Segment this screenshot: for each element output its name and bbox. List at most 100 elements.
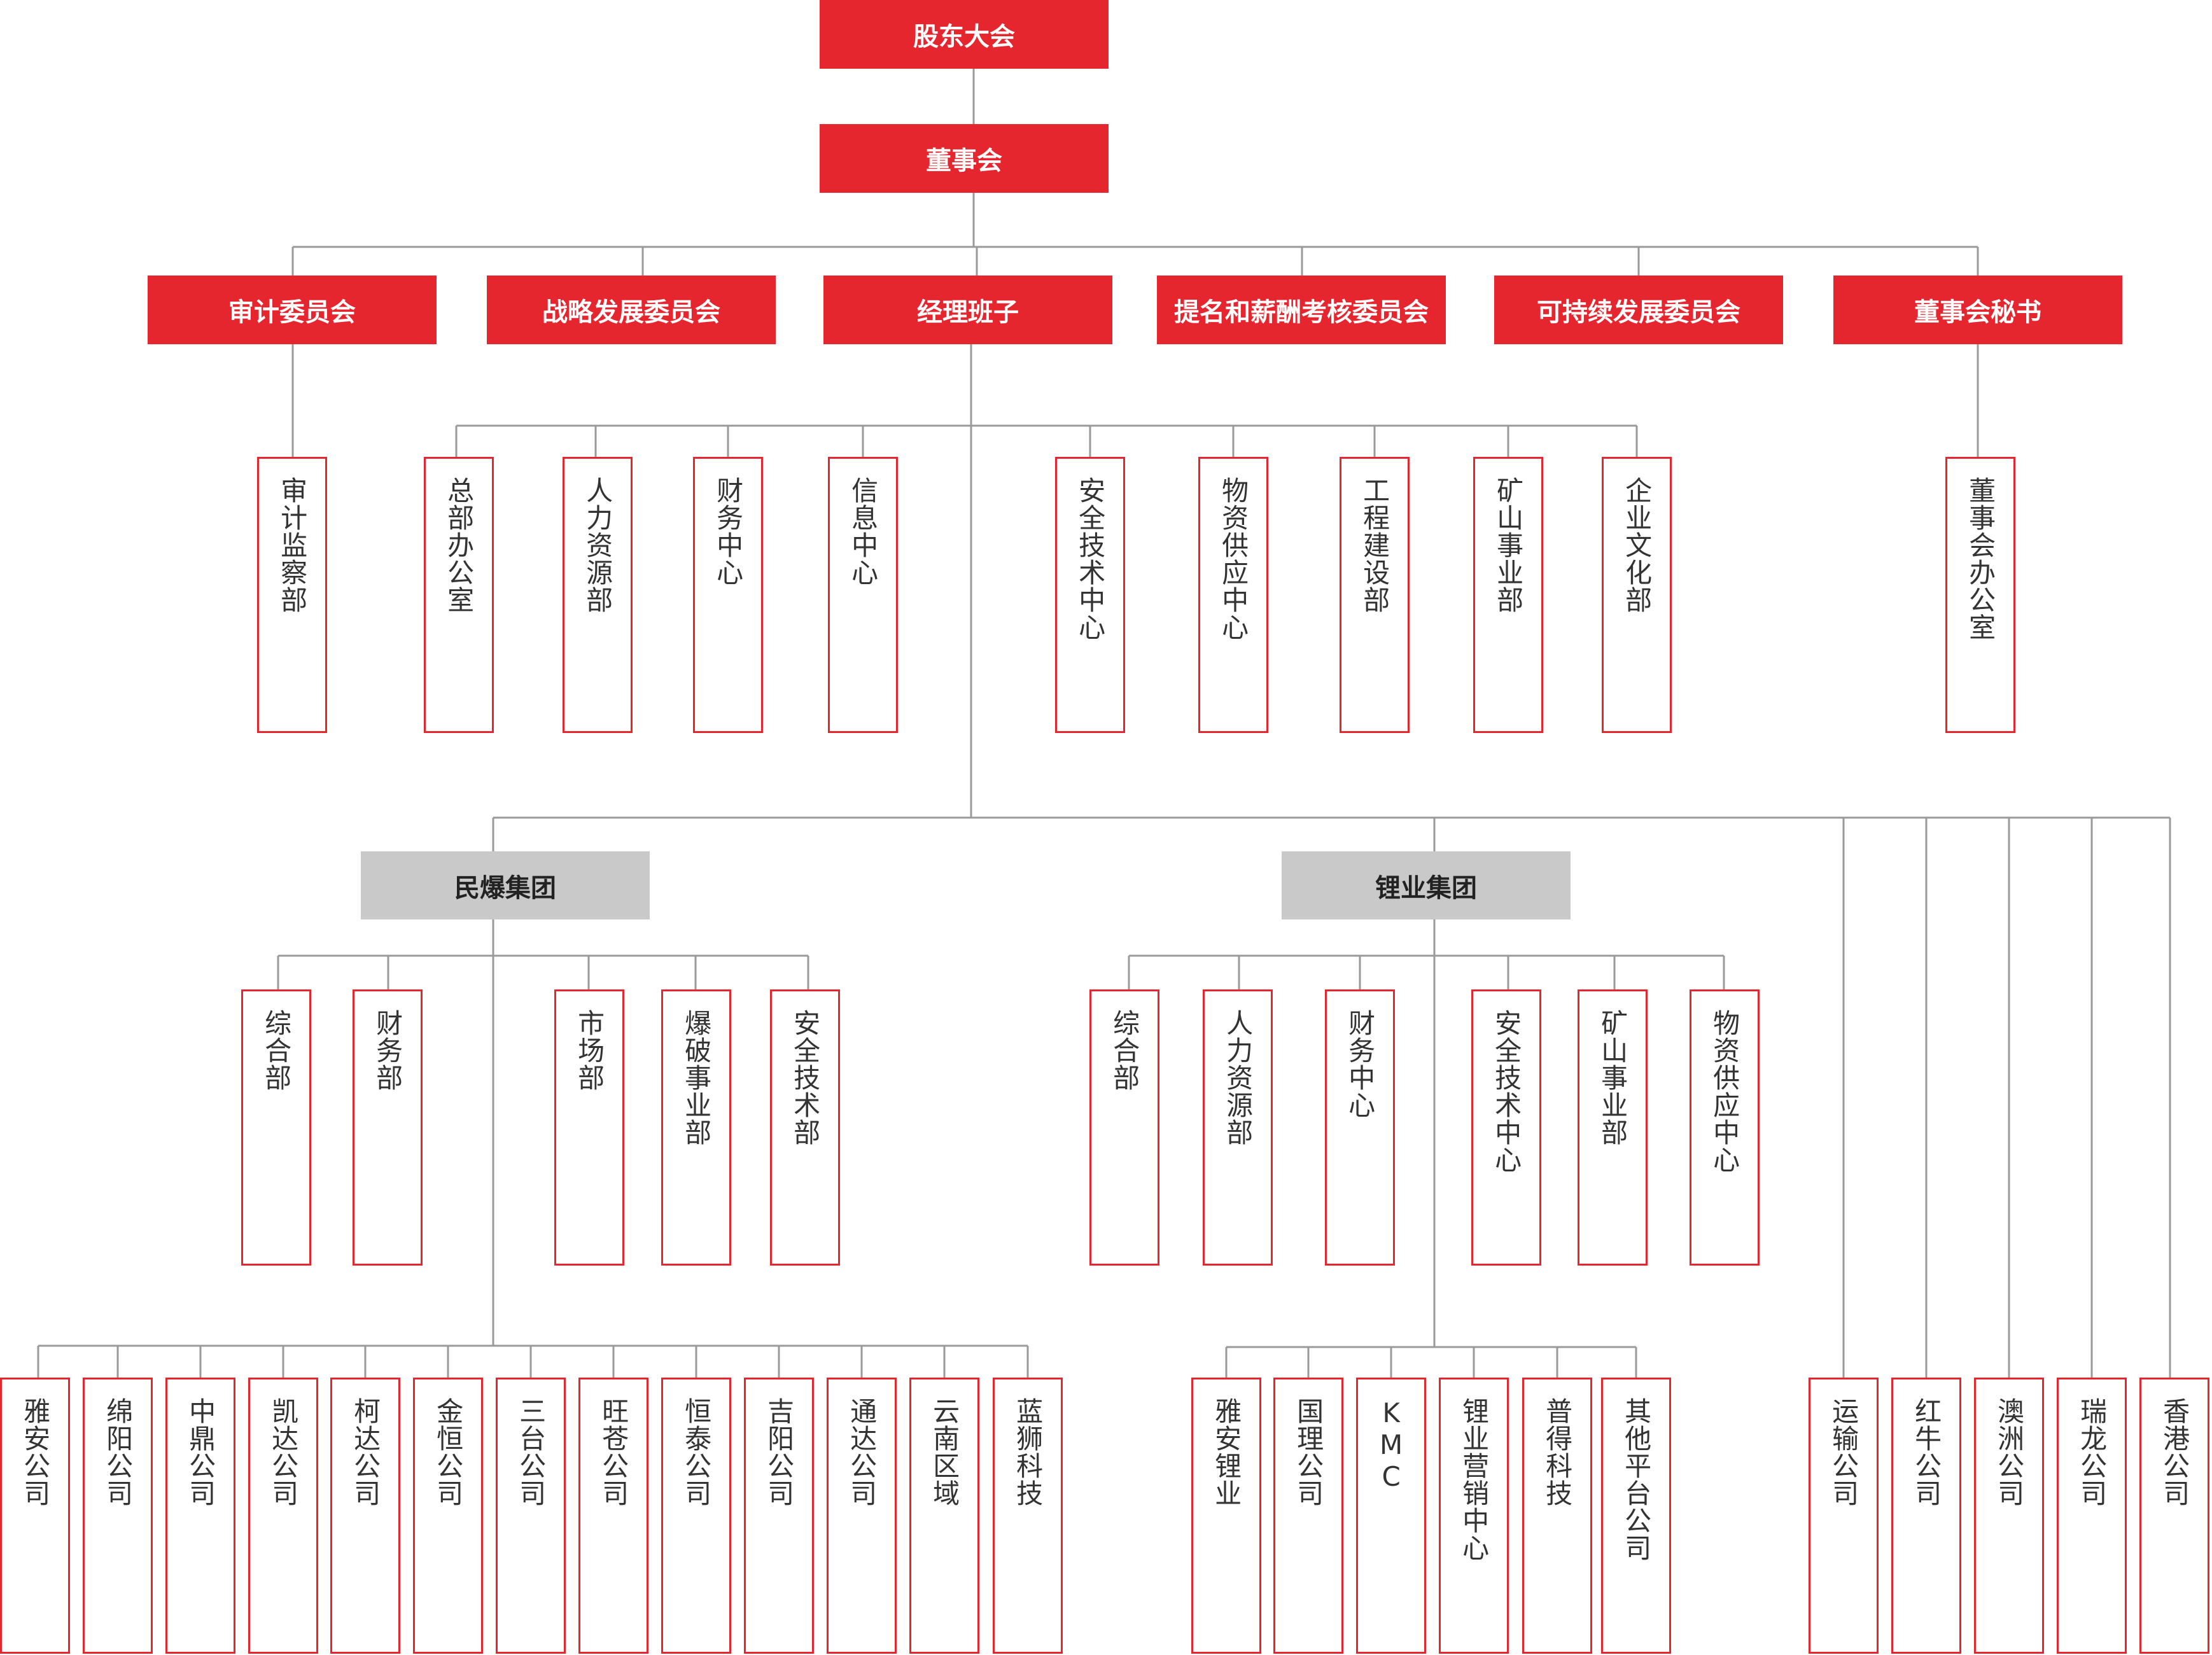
nomination-committee-box: 提名和薪酬考核委员会 <box>1157 276 1446 344</box>
dept-safety: 安全技术中心 <box>1055 457 1125 733</box>
lithium-dept-safety-label: 安全技术中心 <box>1490 1009 1522 1173</box>
company-transport: 运输公司 <box>1809 1378 1879 1654</box>
shareholders-box: 股东大会 <box>820 0 1109 69</box>
dept-audit: 审计监察部 <box>257 457 327 733</box>
company-transport-label: 运输公司 <box>1828 1397 1859 1507</box>
connector-lithium <box>1128 954 1725 989</box>
company-wangcang: 旺苍公司 <box>578 1378 648 1654</box>
explosives-dept-finance: 财务部 <box>353 989 423 1266</box>
board-label: 董事会 <box>926 146 1002 176</box>
lithium-dept-mining: 矿山事业部 <box>1578 989 1648 1266</box>
nomination-committee-label: 提名和薪酬考核委员会 <box>1174 298 1429 327</box>
explosives-dept-market: 市场部 <box>554 989 624 1266</box>
dept-board-office: 董事会办公室 <box>1945 457 2015 733</box>
company-kmc-label: KMC <box>1375 1397 1407 1493</box>
audit-committee-label: 审计委员会 <box>228 298 356 327</box>
company-kaida: 凯达公司 <box>248 1378 318 1654</box>
company-yunnan-label: 云南区域 <box>928 1397 960 1507</box>
strategy-committee-label: 战略发展委员会 <box>542 298 720 327</box>
group-lithium-box: 锂业集团 <box>1282 851 1571 919</box>
dept-culture-label: 企业文化部 <box>1621 477 1653 613</box>
company-australia-label: 澳洲公司 <box>1993 1397 2025 1507</box>
company-yaan-lithium-label: 雅安锂业 <box>1210 1397 1242 1507</box>
audit-committee-box: 审计委员会 <box>148 276 437 344</box>
explosives-dept-safety-label: 安全技术部 <box>789 1009 821 1146</box>
company-kaida-label: 凯达公司 <box>267 1397 299 1507</box>
connector-lithium-companies <box>1225 1346 1637 1378</box>
company-guoli-label: 国理公司 <box>1292 1397 1324 1507</box>
explosives-dept-general: 综合部 <box>241 989 311 1266</box>
management-box: 经理班子 <box>823 276 1112 344</box>
group-lithium-label: 锂业集团 <box>1375 873 1477 903</box>
lithium-dept-hr-label: 人力资源部 <box>1222 1009 1254 1146</box>
company-hongkong-label: 香港公司 <box>2159 1397 2190 1507</box>
dept-audit-label: 审计监察部 <box>276 477 308 613</box>
lithium-dept-finance-label: 财务中心 <box>1344 1009 1376 1119</box>
company-mianyang: 绵阳公司 <box>83 1378 153 1654</box>
company-pude-label: 普得科技 <box>1541 1397 1573 1507</box>
company-santai: 三台公司 <box>496 1378 566 1654</box>
group-explosives-box: 民爆集团 <box>361 851 650 919</box>
lithium-dept-finance: 财务中心 <box>1325 989 1395 1266</box>
lithium-dept-hr: 人力资源部 <box>1203 989 1273 1266</box>
dept-supply-label: 物资供应中心 <box>1217 477 1249 641</box>
company-hengtai: 恒泰公司 <box>661 1378 731 1654</box>
connector-explosives-companies <box>37 1344 1029 1378</box>
company-australia: 澳洲公司 <box>1974 1378 2044 1654</box>
company-lanshi: 蓝狮科技 <box>993 1378 1063 1654</box>
dept-finance: 财务中心 <box>693 457 763 733</box>
company-ruilong: 瑞龙公司 <box>2057 1378 2127 1654</box>
company-yaan-label: 雅安公司 <box>19 1397 51 1507</box>
company-mianyang-label: 绵阳公司 <box>102 1397 134 1507</box>
company-hongniu-label: 红牛公司 <box>1910 1397 1942 1507</box>
strategy-committee-box: 战略发展委员会 <box>487 276 776 344</box>
dept-general-office-label: 总部办公室 <box>443 477 475 613</box>
connector-explosives <box>277 919 809 1346</box>
company-kmc: KMC <box>1356 1378 1426 1654</box>
connector-groups <box>492 816 2171 1378</box>
company-santai-label: 三台公司 <box>515 1397 547 1507</box>
company-jiyang-label: 吉阳公司 <box>763 1397 795 1507</box>
company-hongkong: 香港公司 <box>2139 1378 2209 1654</box>
management-label: 经理班子 <box>917 298 1019 327</box>
explosives-dept-general-label: 综合部 <box>260 1009 292 1091</box>
company-pude: 普得科技 <box>1522 1378 1592 1654</box>
dept-safety-label: 安全技术中心 <box>1074 477 1106 641</box>
company-jiyang: 吉阳公司 <box>744 1378 814 1654</box>
dept-general-office: 总部办公室 <box>424 457 494 733</box>
company-hengtai-label: 恒泰公司 <box>680 1397 712 1507</box>
dept-hr-label: 人力资源部 <box>582 477 613 613</box>
dept-supply: 物资供应中心 <box>1198 457 1268 733</box>
dept-engineering-label: 工程建设部 <box>1359 477 1390 613</box>
shareholders-label: 股东大会 <box>913 22 1015 52</box>
dept-board-office-label: 董事会办公室 <box>1964 477 1996 641</box>
dept-hr: 人力资源部 <box>563 457 633 733</box>
group-explosives-label: 民爆集团 <box>454 873 556 903</box>
company-lanshi-label: 蓝狮科技 <box>1012 1397 1044 1507</box>
company-jinheng-label: 金恒公司 <box>432 1397 464 1507</box>
company-yaan: 雅安公司 <box>0 1378 70 1654</box>
company-hongniu: 红牛公司 <box>1891 1378 1961 1654</box>
company-yunnan: 云南区域 <box>909 1378 979 1654</box>
explosives-dept-blasting: 爆破事业部 <box>661 989 731 1266</box>
dept-culture: 企业文化部 <box>1602 457 1672 733</box>
dept-mining: 矿山事业部 <box>1473 457 1543 733</box>
sustainability-committee-label: 可持续发展委员会 <box>1537 298 1740 327</box>
explosives-dept-blasting-label: 爆破事业部 <box>680 1009 712 1146</box>
lithium-dept-general-label: 综合部 <box>1109 1009 1140 1091</box>
company-jinheng: 金恒公司 <box>413 1378 483 1654</box>
lithium-dept-general: 综合部 <box>1089 989 1159 1266</box>
company-ruilong-label: 瑞龙公司 <box>2076 1397 2108 1507</box>
connector-management-hq <box>455 344 1638 818</box>
company-zhongding: 中鼎公司 <box>165 1378 235 1654</box>
sustainability-committee-box: 可持续发展委员会 <box>1494 276 1783 344</box>
company-lithium-sales: 锂业营销中心 <box>1439 1378 1509 1654</box>
company-tongda-label: 通达公司 <box>846 1397 878 1507</box>
connector-board-committees <box>291 193 1979 276</box>
dept-finance-label: 财务中心 <box>712 477 744 586</box>
company-other-platform: 其他平台公司 <box>1601 1378 1671 1654</box>
dept-info-label: 信息中心 <box>847 477 879 586</box>
lithium-dept-mining-label: 矿山事业部 <box>1597 1009 1628 1146</box>
